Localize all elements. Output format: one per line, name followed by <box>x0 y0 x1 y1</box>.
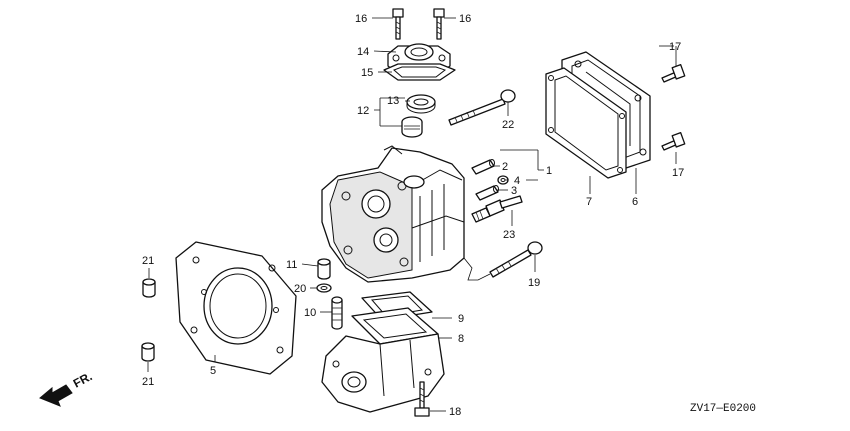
callout-20: 20 <box>294 283 306 295</box>
callout-16-left: 16 <box>355 13 367 25</box>
callout-21-bottom: 21 <box>142 376 154 388</box>
callout-17-bottom: 17 <box>672 167 684 179</box>
washer-20 <box>316 283 332 293</box>
reed-valve-12 <box>401 116 423 138</box>
callout-13: 13 <box>387 95 399 107</box>
valve-part-4 <box>475 185 499 201</box>
callout-16-right: 16 <box>459 13 471 25</box>
bolt-17-top <box>661 64 686 83</box>
callout-9: 9 <box>458 313 464 325</box>
pin-10 <box>331 296 343 330</box>
callout-19: 19 <box>528 277 540 289</box>
front-label: FR. <box>71 369 95 390</box>
gasket-7 <box>545 67 627 179</box>
callout-12: 12 <box>357 105 369 117</box>
callout-18: 18 <box>449 406 461 418</box>
callout-10: 10 <box>304 307 316 319</box>
seal-13 <box>406 94 436 114</box>
leader-lines <box>147 17 677 412</box>
dowel-pin-21-top <box>142 278 156 298</box>
callout-23: 23 <box>503 229 515 241</box>
callout-1: 1 <box>546 165 552 177</box>
bolt-18 <box>414 381 430 417</box>
cylinder-head <box>321 145 465 283</box>
gasket-15 <box>383 63 456 81</box>
intake-manifold <box>321 333 445 413</box>
spark-plug-23 <box>471 195 523 223</box>
callout-15: 15 <box>361 67 373 79</box>
callout-11: 11 <box>286 259 297 271</box>
callout-2: 2 <box>502 161 508 173</box>
bolt-17-bottom <box>661 132 686 151</box>
callout-6: 6 <box>632 196 638 208</box>
pin-11 <box>317 258 331 280</box>
callout-14: 14 <box>357 46 369 58</box>
dowel-pin-21-bottom <box>141 342 155 362</box>
callout-22: 22 <box>502 119 514 131</box>
callout-5: 5 <box>210 365 216 377</box>
front-arrow-icon <box>39 384 73 407</box>
bolt-16-left <box>392 8 404 40</box>
diagram-code: ZV17—E0200 <box>690 403 756 415</box>
bolt-16-right <box>433 8 445 40</box>
head-gasket-5 <box>175 241 297 375</box>
callout-labels: 16 16 14 15 13 12 22 17 17 6 7 2 1 4 3 2… <box>142 13 684 418</box>
valve-part-2 <box>471 159 495 175</box>
callout-7: 7 <box>586 196 592 208</box>
callout-17-top: 17 <box>669 41 681 53</box>
callout-3: 3 <box>511 185 517 197</box>
bolt-19 <box>489 241 543 278</box>
callout-4: 4 <box>514 175 520 187</box>
callout-21-top: 21 <box>142 255 154 267</box>
callout-8: 8 <box>458 333 464 345</box>
